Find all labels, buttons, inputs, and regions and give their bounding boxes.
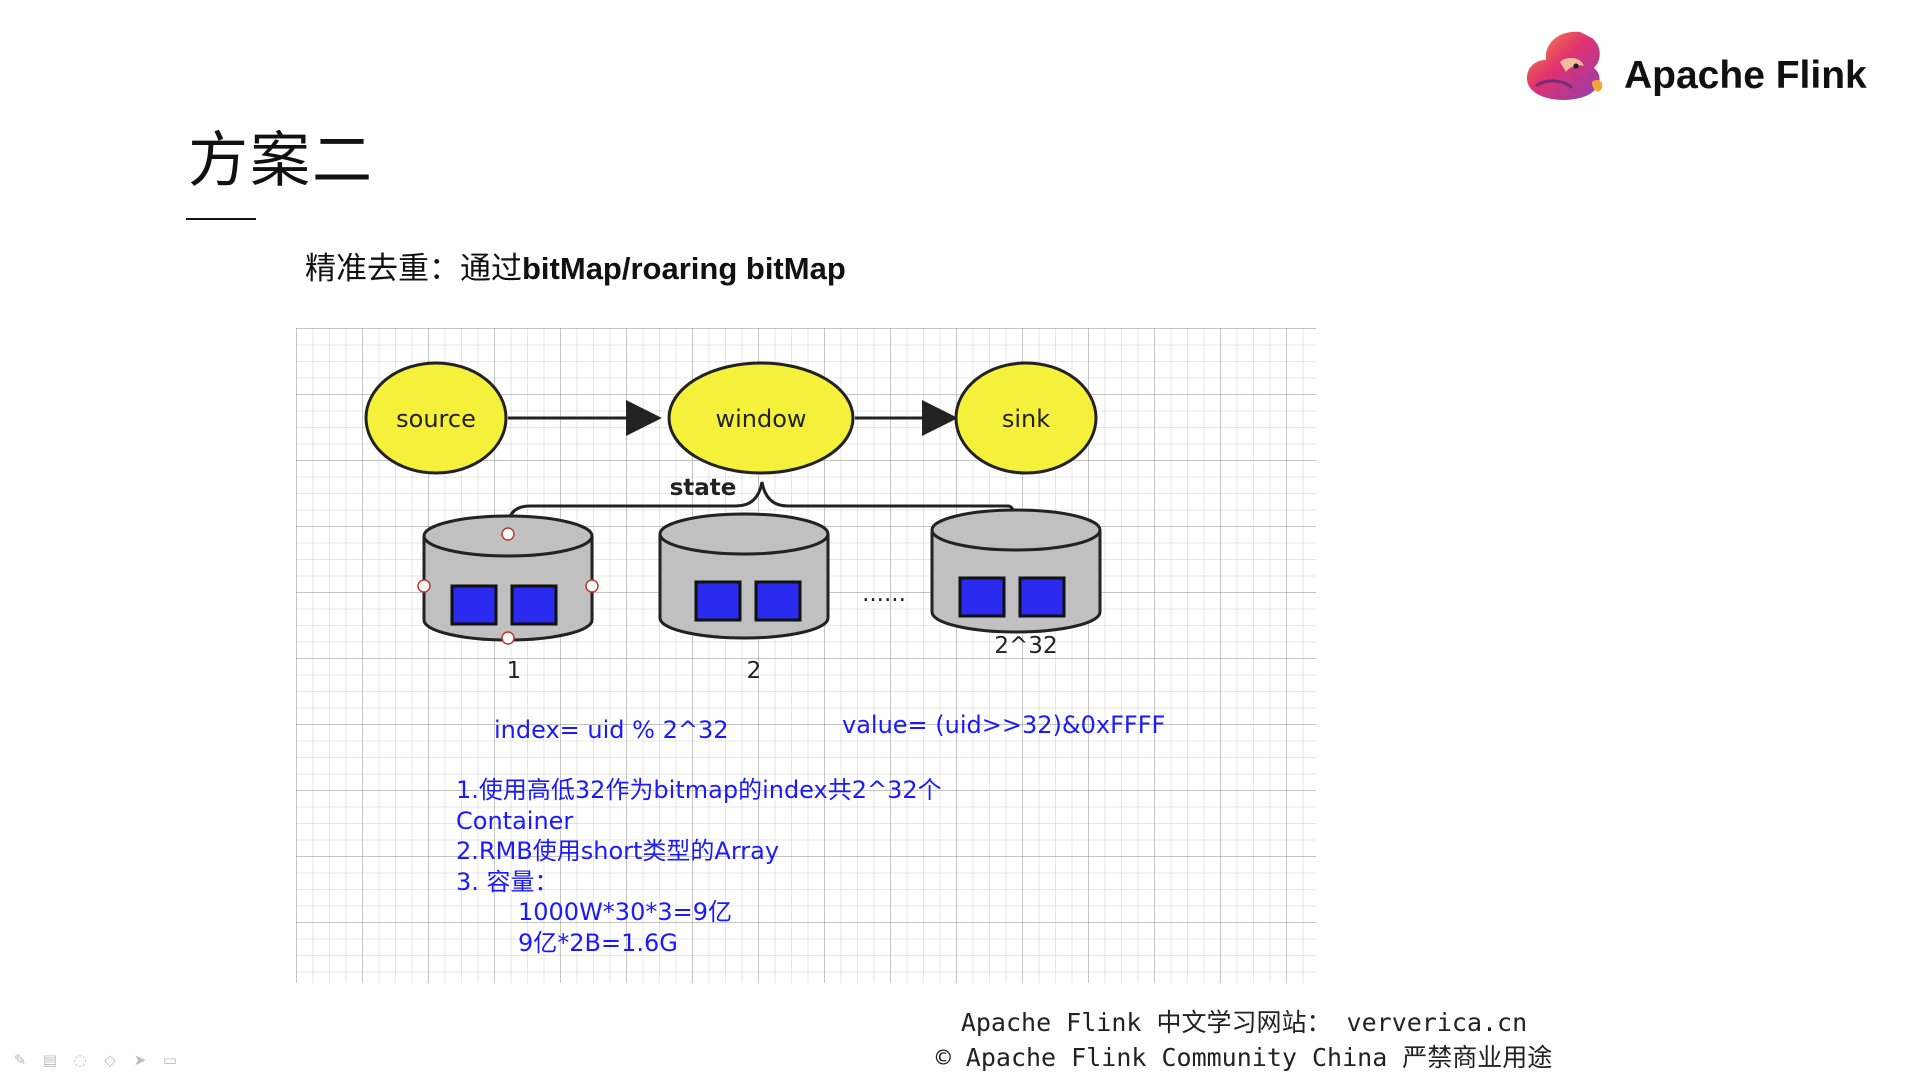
note-line: 9亿*2B=1.6G (518, 928, 678, 957)
node-window: window (667, 361, 855, 475)
slides-icon[interactable]: ▤ (42, 1051, 58, 1069)
note-line: 1000W*30*3=9亿 (518, 898, 732, 926)
screen-icon[interactable]: ▭ (162, 1051, 178, 1069)
slide-title: 方案二 (188, 126, 374, 196)
highlighter-icon[interactable]: ◇ (104, 1051, 116, 1069)
slide-subtitle: 精准去重：通过bitMap/roaring bitMap (305, 243, 846, 288)
container-1 (417, 514, 599, 645)
node-source-label: source (396, 405, 476, 433)
container-2 (658, 512, 830, 640)
diagram-svg: source window sink state 1 (364, 361, 1102, 684)
container-2-label: 2 (747, 658, 762, 684)
notes-list: 1.使用高低32作为bitmap的index共2^32个 Container 2… (456, 775, 942, 958)
title-underline (186, 218, 256, 220)
presentation-toolbar: ✎ ▤ ◌ ◇ ➤ ▭ (10, 1052, 180, 1070)
note-line: Container (456, 806, 574, 835)
note-line: 3. 容量： (456, 867, 559, 896)
apache-flink-logo-icon (1526, 31, 1603, 101)
footer-copyright: © Apache Flink Community China 严禁商业用途 (935, 1043, 1553, 1072)
container-2-pow-32-label: 2^32 (994, 633, 1057, 659)
pen-icon[interactable]: ✎ (13, 1051, 27, 1069)
note-line: 1.使用高低32作为bitmap的index共2^32个 (456, 776, 942, 804)
brand-name: Apache Flink (1624, 54, 1867, 97)
node-source: source (364, 361, 508, 475)
node-sink: sink (954, 361, 1098, 475)
footer-website: Apache Flink 中文学习网站： ververica.cn (960, 1008, 1528, 1037)
eraser-icon[interactable]: ◌ (73, 1051, 87, 1069)
note-line: 2.RMB使用short类型的Array (456, 837, 780, 865)
index-formula: index= uid % 2^32 (494, 716, 729, 744)
subtitle-prefix: 精准去重：通过 (305, 251, 522, 287)
state-label: state (670, 475, 737, 501)
bitmap-diagram: source window sink state 1 (296, 328, 1316, 983)
state-brace (506, 481, 1016, 536)
container-1-label: 1 (507, 658, 522, 684)
node-sink-label: sink (1002, 405, 1050, 433)
container-2-pow-32 (930, 508, 1102, 634)
pointer-icon[interactable]: ➤ (133, 1051, 147, 1069)
subtitle-bold: bitMap/roaring bitMap (522, 251, 846, 286)
container-ellipsis: ...... (862, 581, 906, 607)
node-window-label: window (715, 405, 806, 433)
value-formula: value= (uid>>32)&0xFFFF (842, 711, 1166, 739)
